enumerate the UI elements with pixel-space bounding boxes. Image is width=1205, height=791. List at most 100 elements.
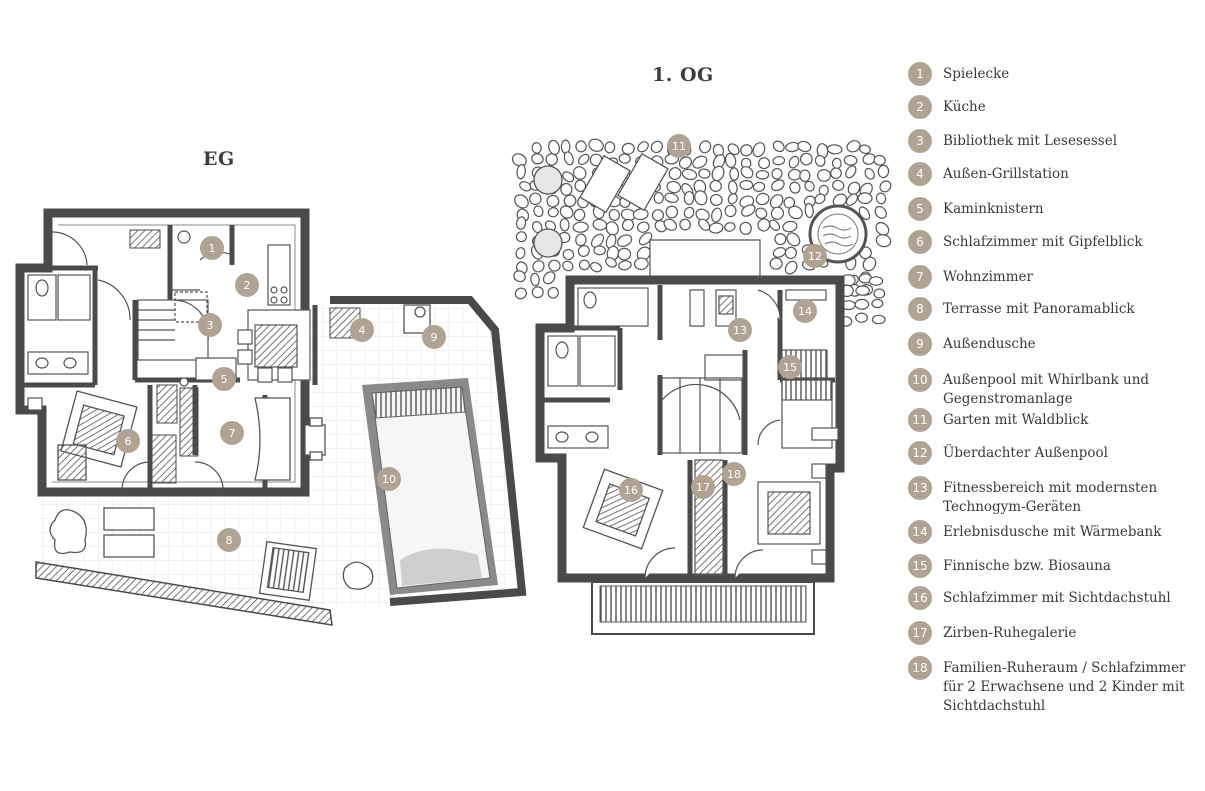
pebble-stone (864, 167, 875, 180)
plan-marker-label: 4 (359, 324, 366, 337)
plan-marker-15: 15 (778, 355, 802, 379)
pebble-stone (679, 218, 691, 231)
pebble-stone (514, 287, 527, 300)
pebble-stone (574, 179, 587, 193)
legend-label: Erlebnisdusche mit Wärmebank (943, 524, 1162, 540)
pebble-stone (873, 288, 886, 299)
plan-marker-4: 4 (350, 318, 374, 342)
legend-number-badge: 15 (908, 554, 932, 578)
pebble-stone (771, 179, 785, 192)
pebble-stone (531, 142, 542, 154)
og-galerie (694, 459, 827, 579)
pebble-stone (547, 286, 559, 299)
pebble-stone (692, 155, 708, 169)
plan-marker-label: 13 (733, 324, 747, 337)
legend-label: Familien-Ruheraum / Schlafzimmer für 2 E… (943, 660, 1186, 714)
pebble-stone (859, 144, 871, 155)
pebble-stone (637, 141, 649, 153)
plan-marker-label: 18 (727, 468, 741, 481)
legend-label: Fitnessbereich mit modernsten Technogym-… (943, 480, 1158, 515)
pebble-stone (832, 179, 845, 191)
plan-marker-label: 7 (229, 427, 236, 440)
legend-number-badge: 14 (908, 520, 932, 544)
eg-plan (15, 208, 527, 626)
plan-marker-label: 9 (431, 331, 438, 344)
pebble-stone (874, 205, 887, 219)
og-loungers (533, 152, 669, 258)
plan-marker-circle (116, 429, 140, 453)
pebble-stone (698, 218, 711, 231)
pebble-stone (562, 171, 575, 183)
pebble-stone (588, 138, 604, 152)
pebble-stone (578, 259, 590, 271)
pebble-stone (875, 222, 890, 236)
pebble-stone (739, 221, 752, 235)
pebble-stone (514, 194, 529, 209)
pebble-stone (855, 312, 868, 323)
pebble-stone (548, 139, 560, 156)
pebble-stone (857, 192, 873, 205)
legend-number-badge: 2 (908, 95, 932, 119)
legend-label: Garten mit Waldblick (943, 412, 1089, 428)
pebble-stone (772, 140, 785, 153)
plan-marker-label: 12 (808, 250, 822, 263)
legend-item: 17 Zirben-Ruhegalerie (908, 621, 1076, 645)
plan-marker-1: 1 (200, 236, 224, 260)
legend-item: 14 Erlebnisdusche mit Wärmebank (908, 520, 1161, 544)
pebble-stone (532, 260, 545, 273)
pebble-stone (664, 192, 679, 203)
plan-marker-11: 11 (667, 134, 691, 158)
pebble-stone (877, 164, 890, 179)
pebble-stone (774, 233, 787, 246)
pebble-stone (868, 276, 884, 286)
legend-number-badge: 18 (908, 656, 932, 680)
legend-label: Zirben-Ruhegalerie (943, 625, 1077, 641)
pebble-stone (577, 244, 590, 257)
pebble-stone (855, 285, 870, 296)
pebble-stone (559, 218, 570, 232)
pebble-stone (604, 141, 616, 154)
pebble-stone (740, 144, 753, 157)
legend-label: Spielecke (943, 66, 1010, 82)
pebble-stone (786, 232, 801, 247)
plan-marker-7: 7 (220, 421, 244, 445)
legend-item: 18 Familien-Ruheraum / Schlafzimmer für 2… (908, 656, 1188, 716)
pebble-stone (633, 257, 649, 271)
pebble-stone (771, 167, 783, 180)
plan-marker-label: 11 (672, 140, 686, 153)
plan-marker-circle (198, 313, 222, 337)
pebble-stone (663, 218, 678, 231)
pebble-stone (854, 298, 870, 310)
legend-label: Überdachter Außenpool (943, 445, 1108, 461)
pebble-stone (589, 261, 602, 273)
pebble-stone (752, 142, 766, 158)
pebble-stone (826, 144, 843, 155)
pebble-stone (547, 207, 559, 218)
pebble-stone (832, 193, 848, 208)
legend-label: Schlafzimmer mit Sichtdachstuhl (943, 590, 1171, 606)
pebble-stone (727, 180, 738, 195)
legend-label: Küche (943, 99, 986, 115)
pebble-stone (845, 193, 859, 207)
pebble-stone (831, 157, 842, 170)
legend-number-badge: 17 (908, 621, 932, 645)
pebble-stone (562, 260, 574, 272)
pebble-stone (683, 206, 695, 219)
pebble-stone (560, 139, 571, 154)
pebble-stone (616, 234, 633, 247)
legend-label: Außen-Grillstation (943, 166, 1069, 182)
pebble-stone (711, 165, 725, 182)
pebble-stone (573, 208, 586, 222)
pebble-stone (845, 165, 857, 179)
plan-marker-circle (722, 462, 746, 486)
pebble-stone (513, 270, 526, 283)
plan-marker-6: 6 (116, 429, 140, 453)
plan-marker-circle (803, 244, 827, 268)
pebble-stone (621, 218, 635, 232)
pebble-stone (575, 233, 587, 247)
eg-terrace-edge (35, 561, 333, 626)
eg-kitchen (177, 230, 311, 387)
pebble-stone (739, 179, 754, 191)
